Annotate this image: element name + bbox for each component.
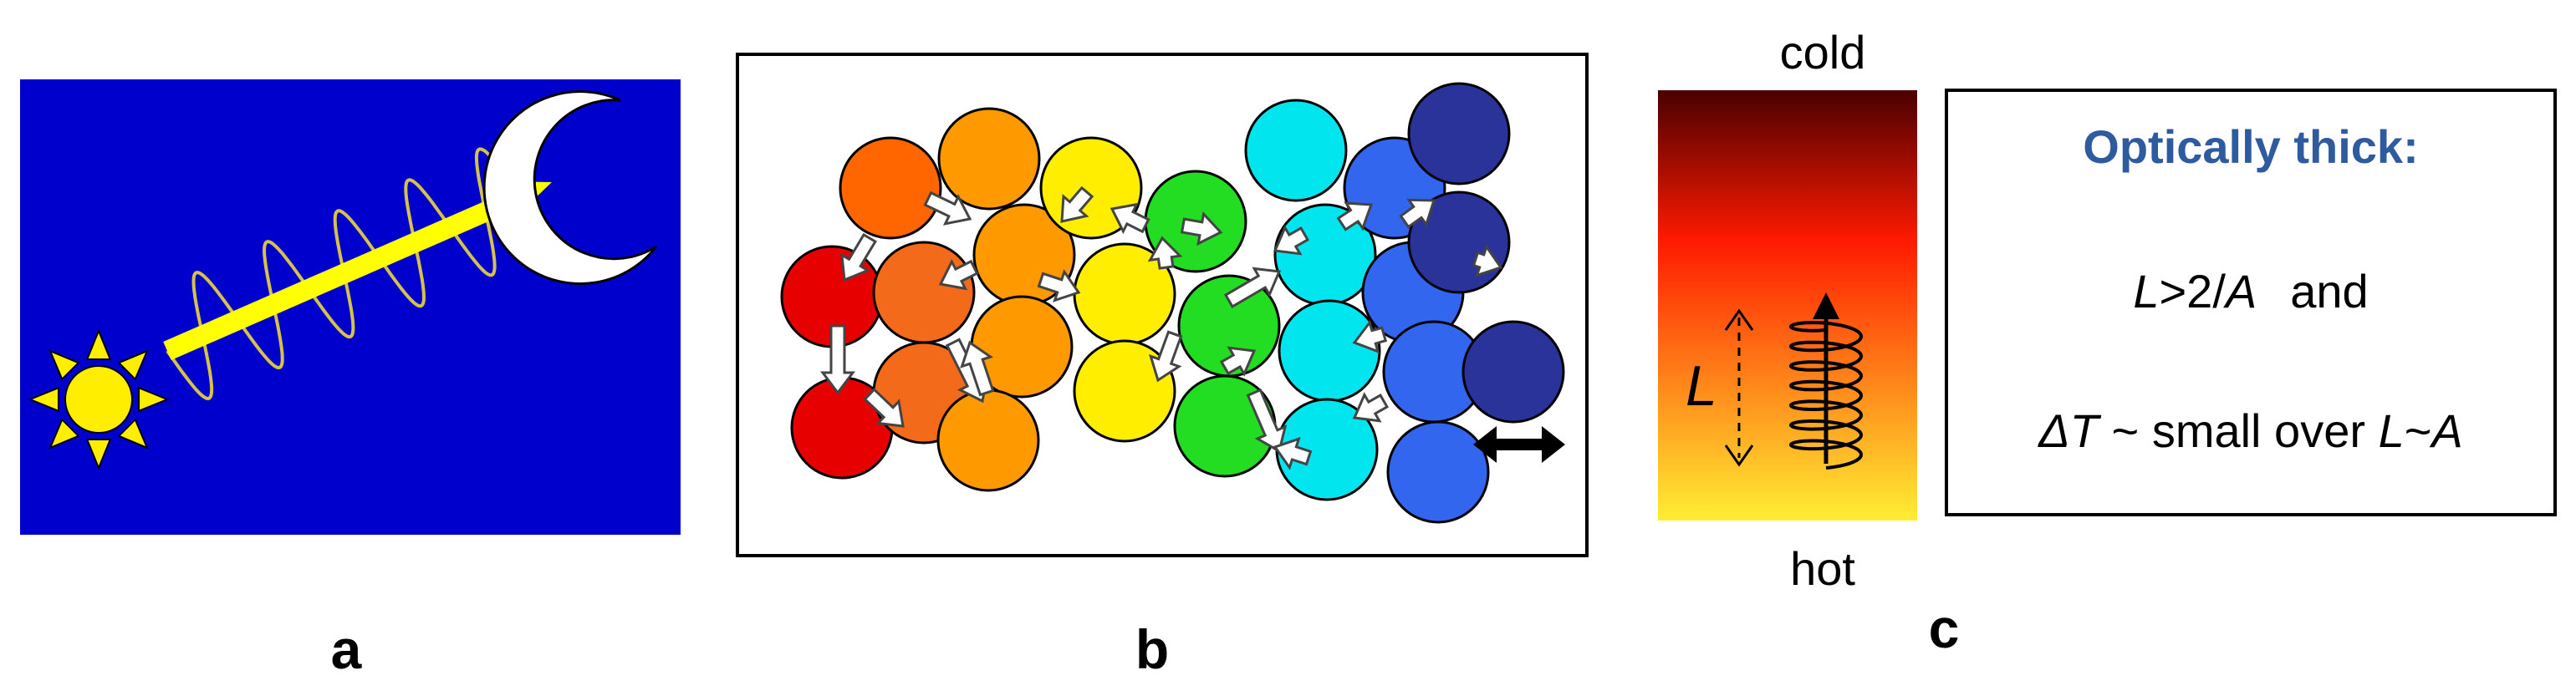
particle-sphere — [1461, 320, 1565, 424]
condition-1-L: L — [2133, 265, 2159, 318]
light-beam-arrow — [163, 196, 506, 360]
sun-ray — [48, 349, 80, 381]
panel-a-label: a — [331, 618, 363, 680]
transfer-arrow — [1273, 436, 1313, 470]
transfer-arrow — [1180, 211, 1223, 246]
transfer-arrow — [1472, 243, 1503, 277]
energy-transfer-arrows — [820, 185, 1503, 470]
particle-sphere — [1244, 99, 1348, 202]
particle-sphere — [839, 136, 942, 240]
transfer-arrow — [938, 258, 979, 291]
sun-ray — [117, 349, 149, 381]
particle-sphere — [1386, 420, 1490, 524]
condition-2-dT: ΔT — [2037, 404, 2102, 457]
sun-ray — [138, 386, 170, 413]
transfer-arrow — [923, 191, 972, 226]
panel-b: b — [736, 53, 1589, 680]
transfer-arrow — [1037, 268, 1081, 302]
length-dashed-arrow — [1724, 308, 1754, 467]
hot-label: hot — [1790, 542, 1855, 595]
transfer-arrow — [960, 340, 995, 397]
sun-ray — [85, 328, 112, 360]
transfer-arrow — [1148, 330, 1183, 383]
transfer-arrow — [863, 388, 905, 428]
light-wave — [166, 147, 559, 401]
transfer-arrow — [1109, 202, 1150, 235]
radiation-spiral-arrow — [1788, 292, 1864, 470]
condition-2-L: L — [2379, 404, 2405, 457]
particle-sphere — [1407, 82, 1511, 185]
transfer-arrow — [1336, 201, 1374, 231]
transfer-arrow — [1399, 198, 1436, 229]
sun-disk — [64, 365, 133, 434]
transfer-arrow — [1246, 388, 1288, 454]
particle-spheres — [780, 82, 1565, 524]
length-symbol: L — [1686, 354, 1717, 418]
transfer-arrow — [1147, 236, 1183, 270]
cold-label: cold — [1780, 26, 1866, 79]
transfer-arrow — [1352, 319, 1388, 354]
transfer-arrow — [1219, 346, 1257, 377]
condition-2-small: ~ small over — [2099, 404, 2379, 457]
condition-1-and: and — [2290, 265, 2368, 318]
condition-2-A: A — [2429, 404, 2462, 457]
transfer-arrow — [1273, 225, 1310, 256]
vibration-double-arrow — [1473, 426, 1565, 463]
sun-icon — [28, 328, 170, 470]
condition-1-A: A — [2223, 265, 2257, 318]
particle-sphere — [872, 241, 976, 344]
condition-2-tilde: ~ — [2405, 404, 2432, 457]
particle-sphere — [1278, 299, 1381, 403]
sun-ray — [117, 418, 149, 450]
condition-1-op: >2/ — [2159, 265, 2226, 318]
optically-thick-box — [1945, 89, 2557, 516]
panel-c-label: c — [1929, 597, 1960, 659]
box-title: Optically thick: — [2083, 120, 2418, 173]
sun-ray — [28, 386, 59, 413]
transfer-arrow — [820, 324, 855, 395]
panel-a: a — [20, 79, 681, 680]
moon-icon — [482, 90, 658, 286]
particle-sphere — [1073, 339, 1176, 443]
sun-ray — [85, 439, 112, 470]
transfer-arrow — [1352, 392, 1390, 423]
condition-line-2: ΔT ~ small over L~A — [2037, 404, 2463, 457]
transfer-arrow — [1223, 267, 1282, 308]
particle-sphere — [937, 107, 1041, 211]
sun-ray — [48, 418, 80, 450]
panel-b-label: b — [1135, 618, 1169, 680]
temperature-gradient-bar — [1658, 90, 1917, 521]
transfer-arrow — [1060, 185, 1094, 223]
particle-sphere — [936, 389, 1040, 492]
transfer-arrow — [840, 232, 877, 282]
